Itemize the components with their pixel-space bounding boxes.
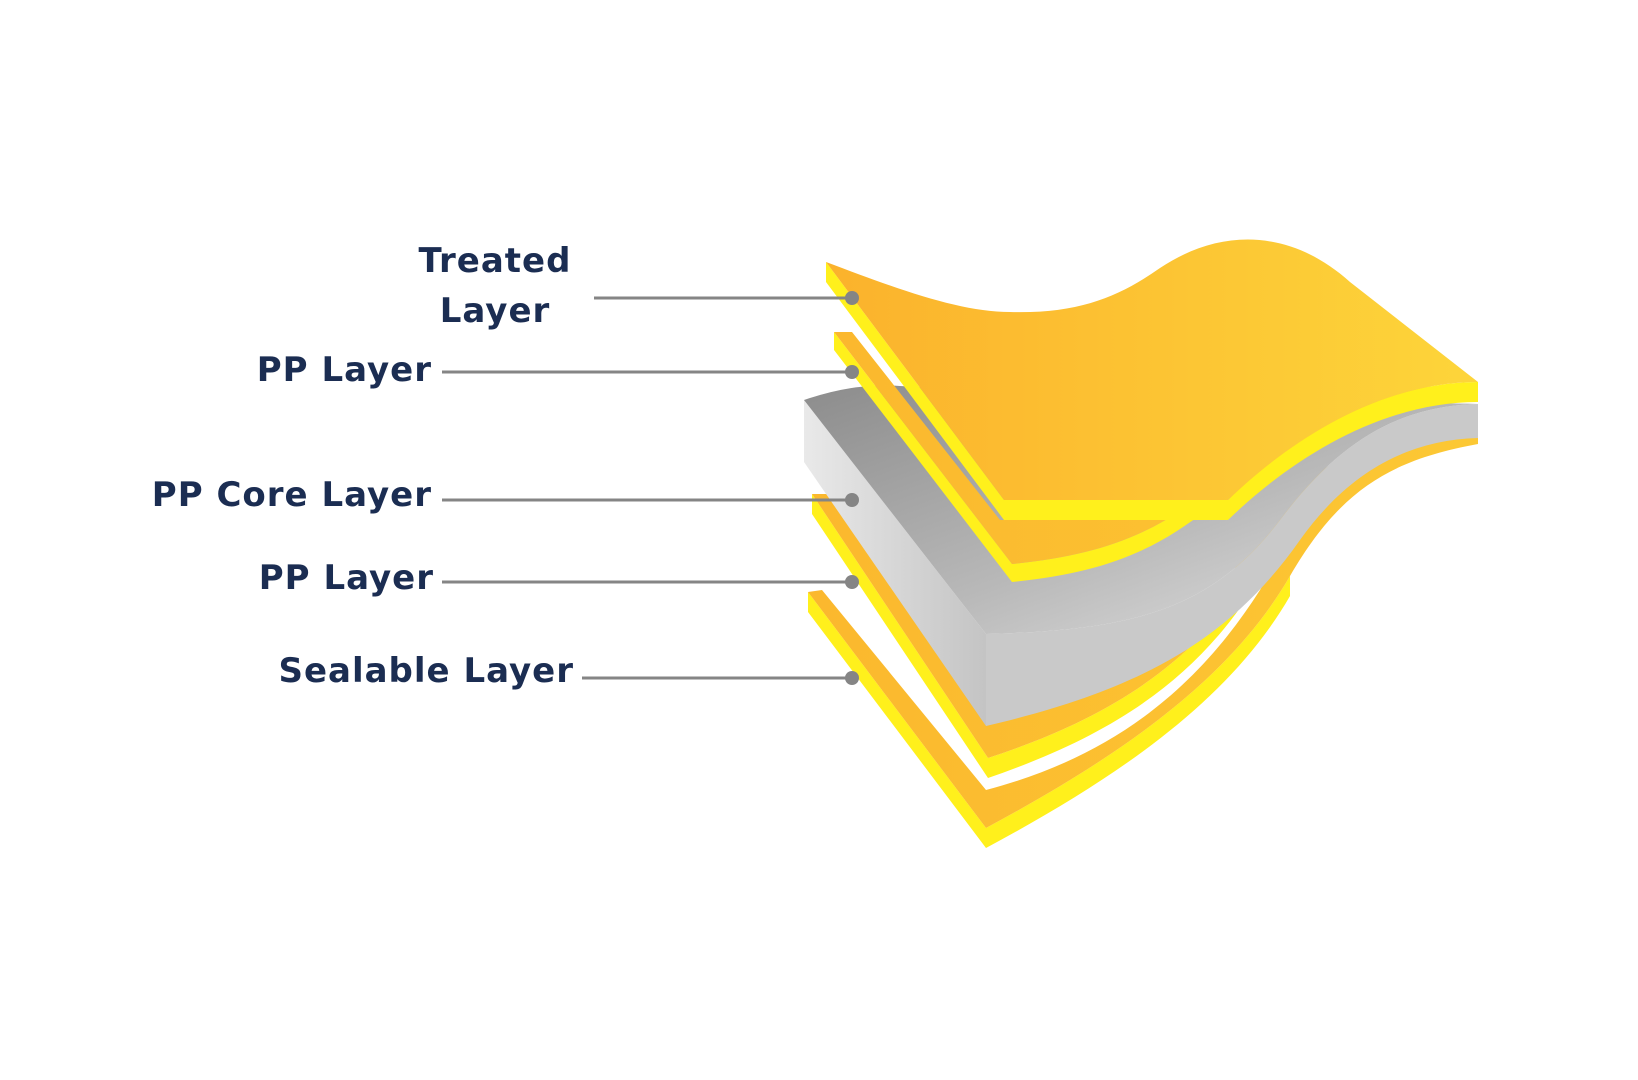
treated-layer-dot xyxy=(845,291,859,305)
treated-layer-label: Treated Layer xyxy=(410,236,580,336)
pp-layer-lower-sheet xyxy=(812,420,1478,778)
sealable-layer-label: Sealable Layer xyxy=(278,651,574,691)
treated-layer-sheet xyxy=(826,239,1478,520)
pp-layer-upper-dot xyxy=(845,365,859,379)
leader-lines xyxy=(442,291,859,685)
pp-layer-upper-label: PP Layer xyxy=(256,350,432,390)
pp-core-layer-label: PP Core Layer xyxy=(151,475,432,515)
treated-layer-label-line2: Layer xyxy=(439,291,551,331)
sealable-layer-dot xyxy=(845,671,859,685)
pp-core-layer-dot xyxy=(845,493,859,507)
treated-layer-label-line1: Treated xyxy=(418,241,572,281)
sealable-layer-sheet xyxy=(808,430,1478,848)
pp-layer-lower-dot xyxy=(845,575,859,589)
pp-layer-lower-label: PP Layer xyxy=(258,558,434,598)
